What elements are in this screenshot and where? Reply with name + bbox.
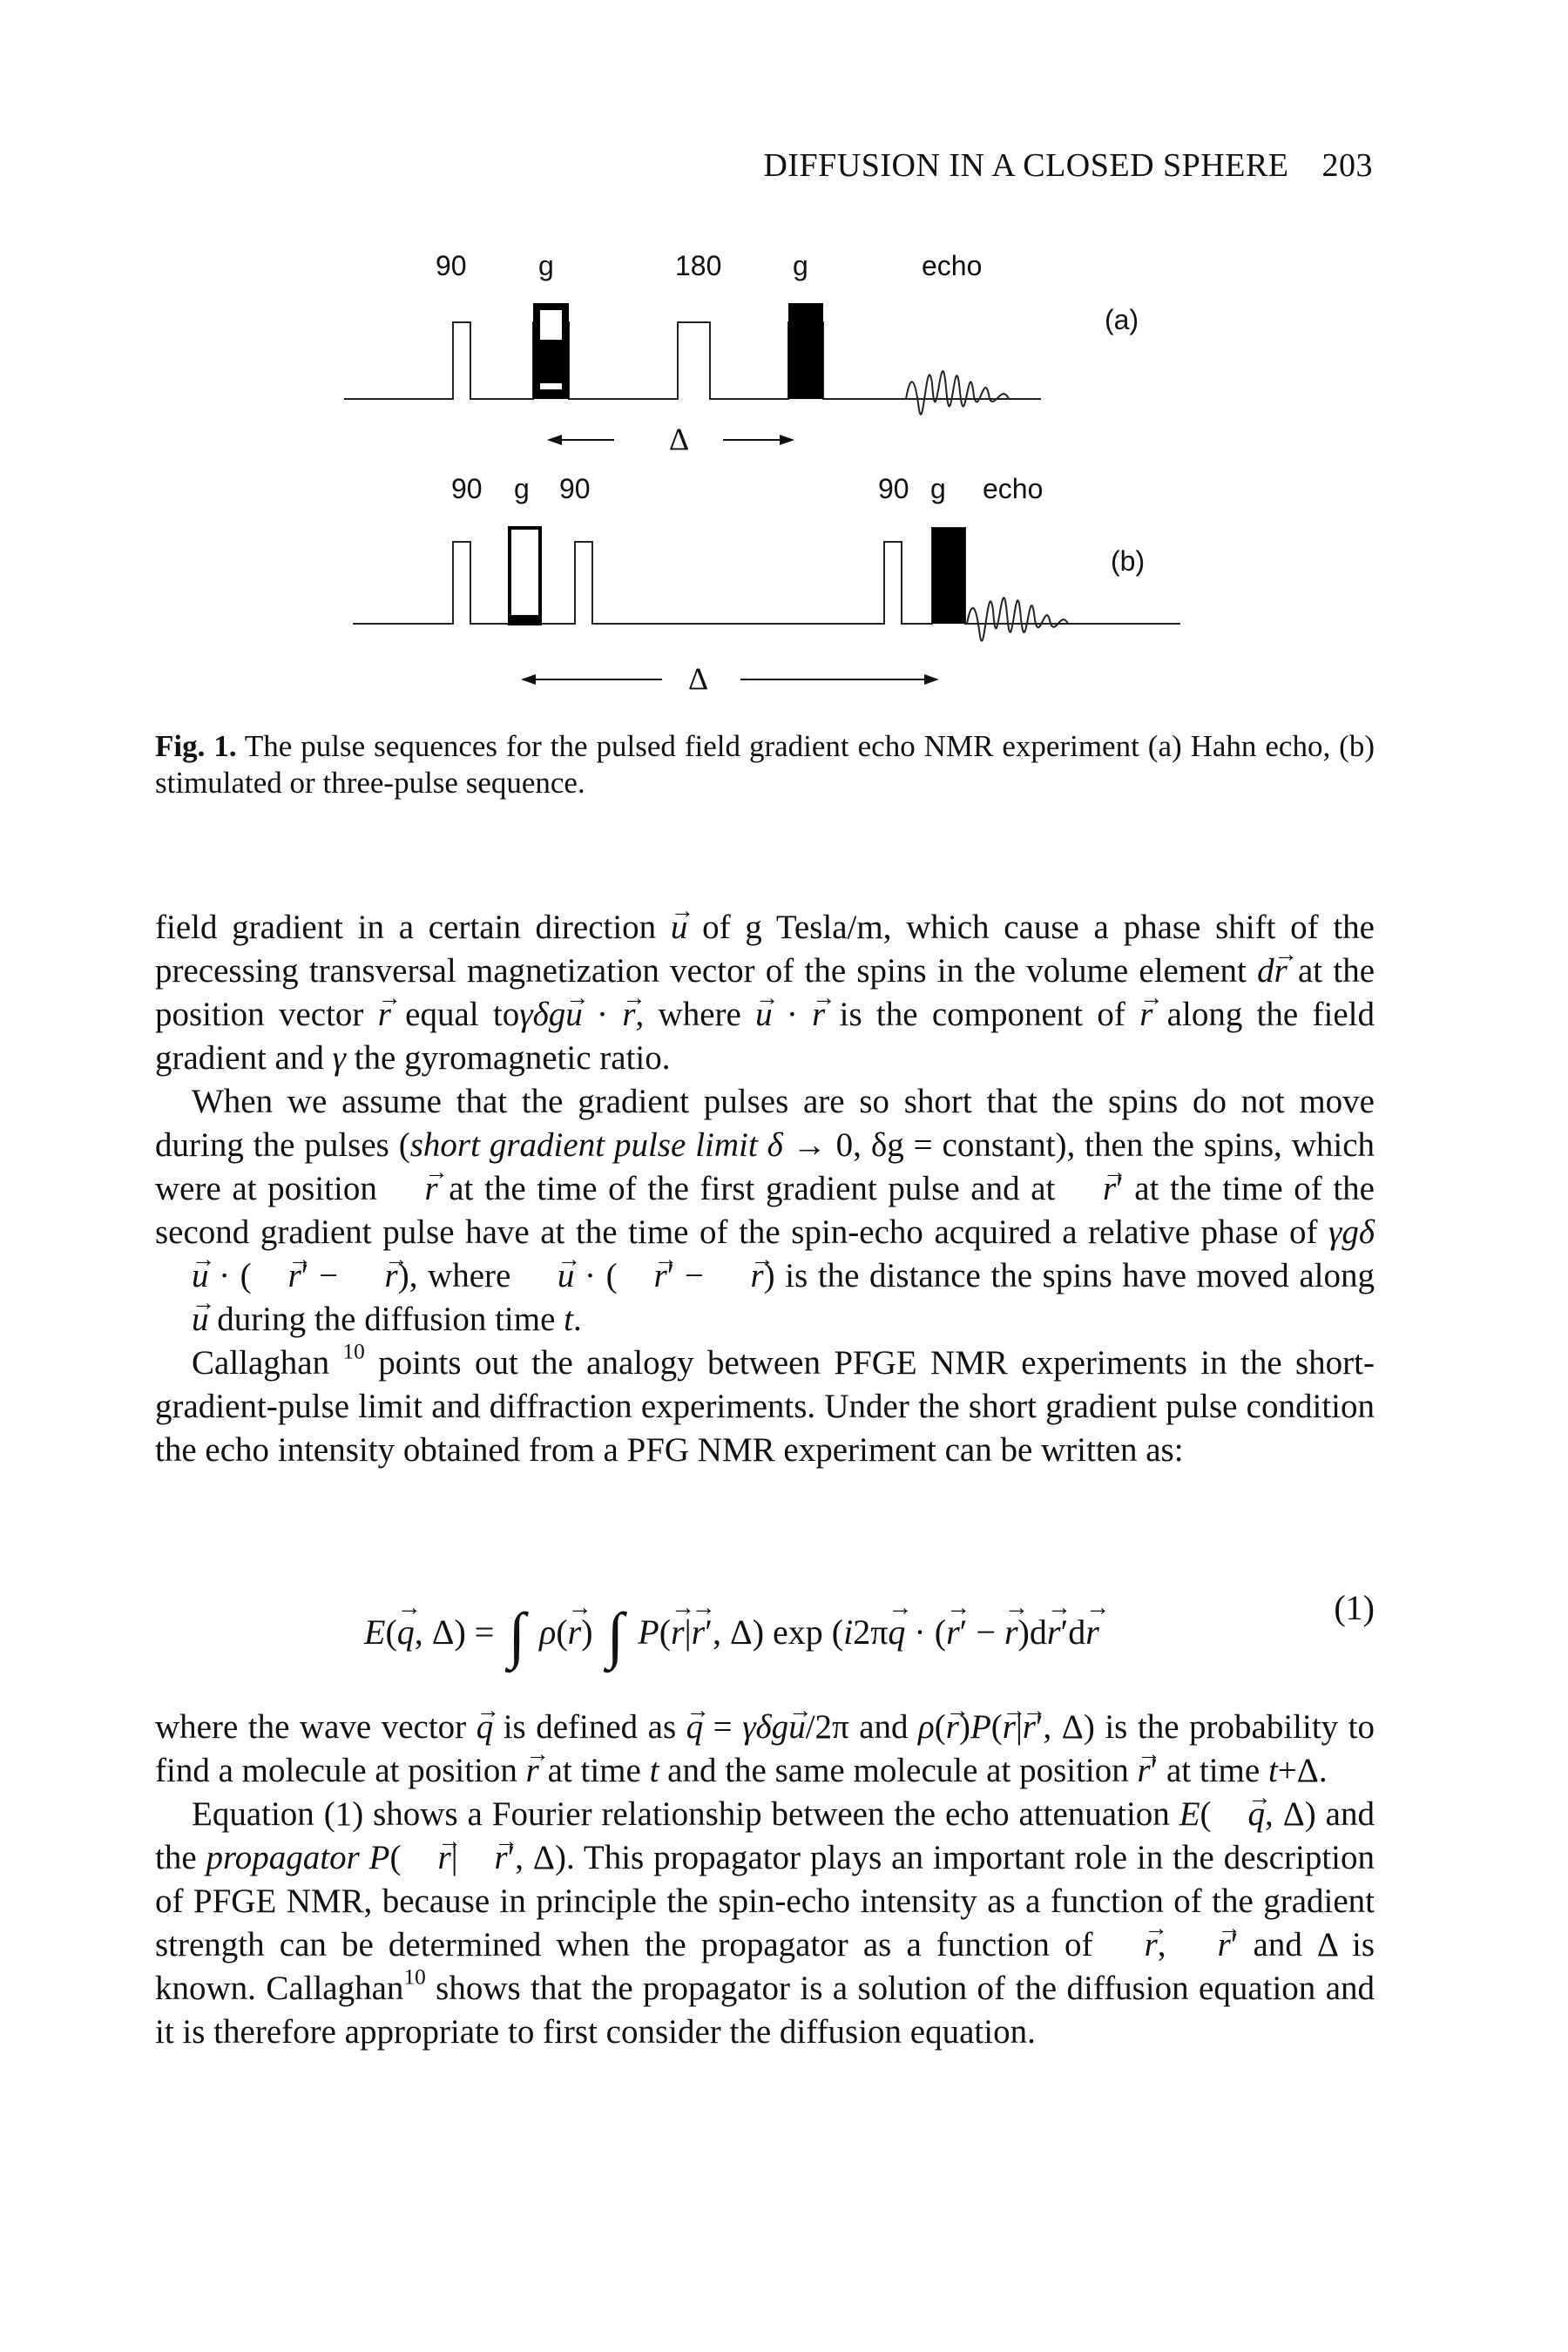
label-a-panel: (a): [1105, 304, 1139, 335]
baseline-b: [353, 527, 1180, 625]
body-text-2: where the wave vector q is defined as q …: [155, 1688, 1375, 2054]
gradient-pulse-b1: [508, 526, 542, 625]
gradient-pulse-b2: [932, 528, 965, 624]
label-b-echo: echo: [983, 473, 1043, 504]
paragraph: where the wave vector q is defined as q …: [155, 1688, 1375, 1793]
gradient-pulse-a1-gap: [540, 310, 562, 340]
delta-arrow-a: Δ: [547, 422, 794, 456]
equation-body: E(q, Δ) = ∫ ρ(r) ∫ P(r|r′, Δ) exp (i2πq …: [364, 1587, 1099, 1670]
label-a-180: 180: [675, 250, 721, 281]
caption-label: Fig. 1.: [155, 729, 237, 763]
label-b-panel: (b): [1111, 545, 1145, 577]
echo-signal-b: [966, 597, 1180, 642]
label-b-g1: g: [514, 473, 530, 504]
delta-arrow-b: Δ: [521, 661, 939, 696]
figure-caption: Fig. 1. The pulse sequences for the puls…: [155, 728, 1375, 801]
paragraph: Equation (1) shows a Fourier relationshi…: [155, 1775, 1375, 2054]
equation-1: E(q, Δ) = ∫ ρ(r) ∫ P(r|r′, Δ) exp (i2πq …: [155, 1587, 1375, 1670]
paragraph: Callaghan 10 points out the analogy betw…: [155, 1339, 1375, 1469]
gradient-pulse-a2: [788, 303, 823, 399]
pulse-sequence-figure: 90 g 180 g echo (a) Δ 90 g 90 90 g echo …: [344, 250, 1180, 696]
sequence-a: [344, 321, 1041, 400]
sequence-b: [353, 527, 1180, 625]
label-b-90b: 90: [559, 473, 591, 504]
label-b-g2: g: [930, 473, 946, 504]
delta-b: Δ: [688, 661, 708, 696]
paragraph: When we assume that the gradient pulses …: [155, 1080, 1375, 1342]
label-a-echo: echo: [922, 250, 982, 281]
equation-number: (1): [1334, 1588, 1375, 1627]
page-number: 203: [1321, 147, 1373, 184]
label-a-g2: g: [793, 250, 808, 281]
label-a-90: 90: [436, 250, 467, 281]
label-a-g1: g: [538, 250, 554, 281]
delta-a: Δ: [669, 422, 689, 456]
echo-signal-a: [905, 370, 1041, 416]
paragraph: field gradient in a certain direction u …: [155, 889, 1375, 1080]
body-text-1: field gradient in a certain direction u …: [155, 889, 1375, 1472]
gradient-pulse-b1-base: [510, 615, 540, 624]
caption-text: The pulse sequences for the pulsed field…: [155, 729, 1375, 800]
label-b-90a: 90: [451, 473, 483, 504]
gradient-pulse-a1-gap2: [540, 383, 562, 389]
label-b-90c: 90: [878, 473, 909, 504]
running-header: DIFFUSION IN A CLOSED SPHERE 203: [763, 146, 1373, 185]
baseline-a: [344, 321, 1041, 400]
header-title: DIFFUSION IN A CLOSED SPHERE: [763, 147, 1289, 184]
